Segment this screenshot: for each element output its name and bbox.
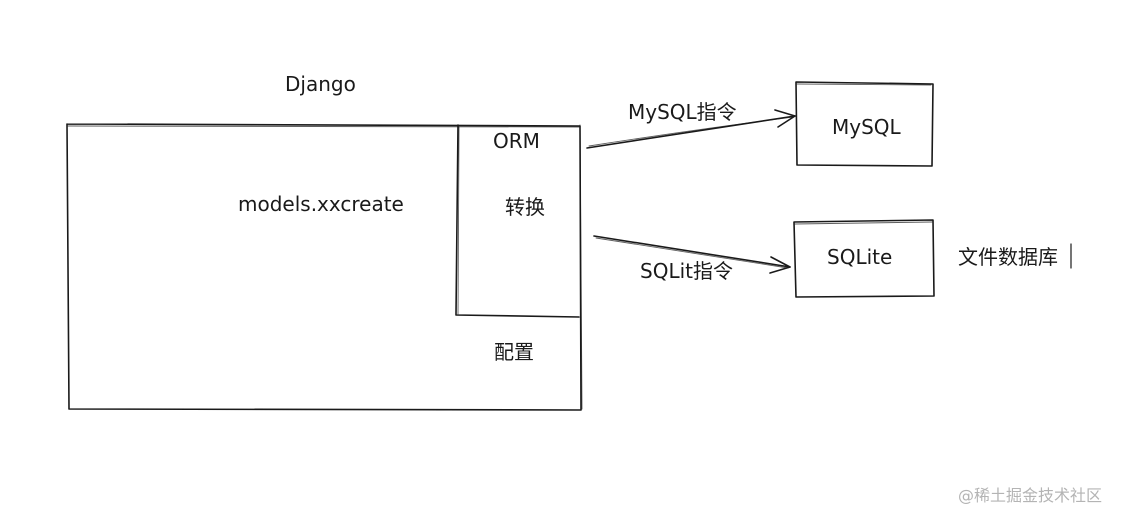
file-database-note: 文件数据库 (958, 245, 1058, 269)
django-title: Django (285, 72, 356, 96)
django-box-sketch (67, 124, 583, 410)
mysql-arrow-head (774, 109, 796, 128)
sqlite-db-label: SQLite (827, 245, 893, 269)
sqlite-box-sketch (794, 221, 933, 225)
config-label: 配置 (494, 340, 534, 364)
orm-title: ORM (493, 129, 540, 153)
sqlite-command-label: SQLit指令 (640, 259, 733, 283)
sqlite-box (793, 219, 935, 298)
mysql-box-sketch (796, 83, 932, 86)
mysql-command-label: MySQL指令 (628, 100, 737, 124)
models-create-label: models.xxcreate (238, 192, 404, 216)
sqlite-arrow-line-sketch (595, 237, 789, 269)
orm-box (455, 124, 580, 318)
orm-convert-label: 转换 (505, 195, 545, 219)
mysql-db-label: MySQL (832, 115, 901, 139)
watermark: @稀土掘金技术社区 (958, 486, 1103, 505)
mysql-box (795, 81, 934, 167)
mysql-arrow-line-sketch (588, 116, 794, 147)
sqlite-arrow-head (769, 256, 791, 274)
sqlite-arrow-line (593, 235, 791, 268)
orm-box-sketch (457, 126, 460, 315)
django-box (66, 123, 582, 411)
